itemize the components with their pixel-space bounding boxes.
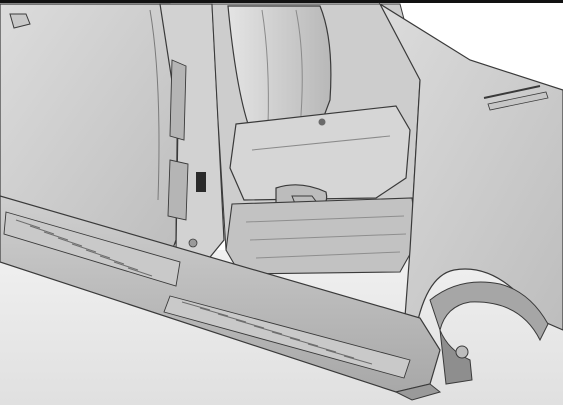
seat-stitch-line-right bbox=[295, 9, 303, 129]
step-tread-pattern bbox=[15, 219, 373, 365]
hood-trim bbox=[487, 91, 549, 111]
door-mirror-base bbox=[9, 13, 31, 29]
seat-cushion bbox=[229, 105, 411, 201]
door-hinge-lower bbox=[167, 159, 189, 221]
seat-stitch-line-left bbox=[261, 9, 269, 127]
floor-ribs bbox=[245, 215, 407, 259]
seat-cushion-edge bbox=[251, 135, 391, 151]
seat-track-floor bbox=[225, 197, 419, 275]
seat-belt-buckle bbox=[318, 118, 326, 126]
hood-edge bbox=[483, 85, 541, 99]
running-board-end-cap bbox=[394, 383, 442, 401]
pillar-bolt bbox=[188, 238, 198, 248]
step-pad-rear bbox=[3, 211, 181, 287]
door-latch-striker bbox=[196, 172, 206, 192]
door-edge-line bbox=[149, 9, 160, 201]
door-hinge-upper bbox=[169, 59, 187, 141]
wheel-arch-liner bbox=[429, 281, 549, 342]
hub-bolt bbox=[455, 345, 469, 359]
